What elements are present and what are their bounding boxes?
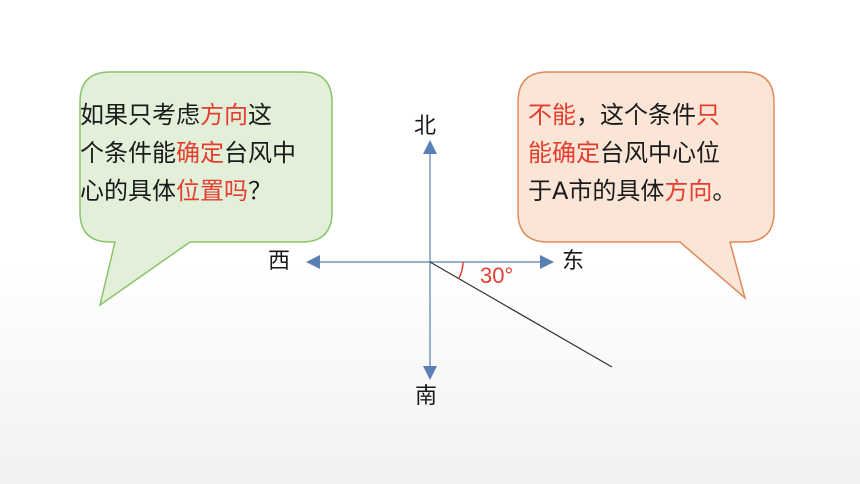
left-bubble-highlight-text: 位置吗 (176, 177, 248, 205)
right-bubble-text: 于A市的具体 (528, 177, 665, 205)
right-bubble-highlight-text: 只 (696, 101, 720, 129)
west-label: 西 (268, 249, 291, 274)
left-bubble-text: 台风中 (224, 139, 296, 167)
left-bubble-line: 个条件能确定台风中 (80, 134, 330, 172)
left-bubble-line: 心的具体位置吗？ (80, 172, 330, 210)
east-arrowhead (540, 255, 554, 269)
angle-arc (457, 261, 464, 279)
south-label: 南 (415, 384, 438, 409)
left-bubble-text: 心的具体 (80, 177, 176, 205)
left-bubble-highlight-text: 确定 (176, 139, 224, 167)
left-bubble-question: 如果只考虑方向这个条件能确定台风中心的具体位置吗？ (80, 96, 330, 210)
north-arrowhead (423, 140, 437, 154)
left-bubble-text: 如果只考虑 (80, 101, 200, 129)
north-label: 北 (414, 114, 437, 139)
right-bubble-line: 不能，这个条件只 (528, 96, 778, 134)
right-bubble-highlight-text: 方向 (664, 177, 713, 205)
right-speech-bubble (517, 71, 775, 301)
right-bubble-line: 于A市的具体方向。 (528, 172, 778, 210)
south-arrowhead (423, 366, 437, 380)
right-bubble-highlight-text: 能确定 (528, 139, 600, 167)
right-bubble-text: 台风中心位 (600, 139, 720, 167)
angle-label: 30° (480, 263, 514, 288)
left-speech-bubble (79, 71, 333, 307)
right-bubble-text: 。 (712, 177, 737, 205)
left-bubble-line: 如果只考虑方向这 (80, 96, 330, 134)
left-bubble-text: 个条件能 (80, 139, 176, 167)
right-bubble-highlight-text: 不能 (528, 101, 576, 129)
west-arrowhead (306, 255, 320, 269)
left-bubble-highlight-text: 方向 (200, 101, 248, 129)
right-bubble-answer: 不能，这个条件只能确定台风中心位于A市的具体方向。 (528, 96, 778, 210)
left-bubble-text: ？ (248, 177, 272, 205)
east-label: 东 (562, 249, 585, 274)
left-bubble-text: 这 (248, 101, 272, 129)
right-bubble-line: 能确定台风中心位 (528, 134, 778, 172)
typhoon-direction-ray (429, 261, 613, 368)
right-bubble-text: ，这个条件 (576, 101, 696, 129)
